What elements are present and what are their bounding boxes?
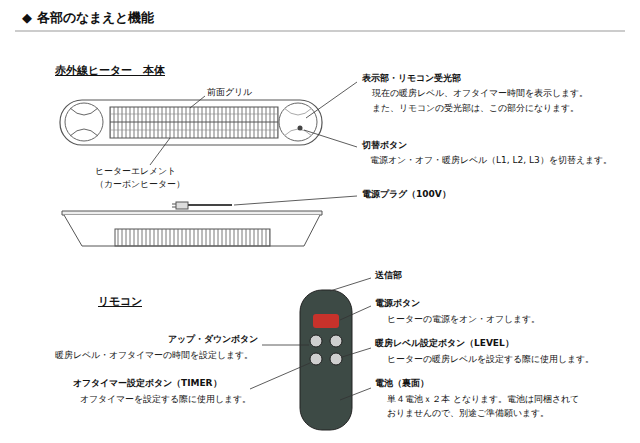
part-name: 送信部 bbox=[375, 270, 402, 281]
heater-side-view bbox=[62, 202, 322, 246]
part-description: ヒーターの暖房レベルを設定する際に使用します。 bbox=[387, 354, 594, 365]
part-description: 単４電池ｘ２本 となります。電池は同梱されて bbox=[387, 394, 579, 405]
part-description: 電源オン・オフ・暖房レベル（L1, L2, L3）を切替えます。 bbox=[370, 155, 612, 166]
remote-control bbox=[300, 290, 352, 430]
part-name: 暖房レベル設定ボタン（LEVEL） bbox=[375, 338, 514, 349]
section-heading: リモコン bbox=[98, 295, 142, 308]
part-name: 切替ボタン bbox=[362, 140, 407, 151]
part-name: 電源ボタン bbox=[375, 298, 420, 309]
part-description: 現在の暖房レベル、オフタイマー時間を表示します。 bbox=[372, 88, 588, 99]
title-rule bbox=[15, 31, 625, 32]
part-name: 表示部・リモコン受光部 bbox=[362, 73, 461, 84]
part-description: ヒーターの電源をオン・オフします。 bbox=[387, 314, 540, 325]
page-title: ◆ 各部のなまえと機能 bbox=[22, 10, 154, 26]
part-description: おりませんので、別途ご準備願います。 bbox=[387, 408, 549, 419]
section-heading: 赤外線ヒーター 本体 bbox=[55, 64, 165, 77]
part-name: ヒーターエレメント bbox=[95, 166, 176, 177]
part-name: （カーボンヒーター） bbox=[95, 179, 185, 190]
part-description: オフタイマーを設定する際に使用します。 bbox=[80, 394, 251, 405]
part-name: アップ・ダウンボタン bbox=[168, 334, 258, 345]
part-description: 暖房レベル・オフタイマーの時間を設定します。 bbox=[55, 350, 253, 361]
part-name: 電源プラグ（100V） bbox=[362, 189, 451, 200]
part-name: 電池（裏面） bbox=[375, 378, 429, 389]
part-description: また、リモコンの受光部は、この部分になります。 bbox=[372, 103, 579, 114]
part-name: 前面グリル bbox=[207, 87, 252, 98]
part-name: オフタイマー設定ボタン（TIMER） bbox=[73, 378, 222, 389]
